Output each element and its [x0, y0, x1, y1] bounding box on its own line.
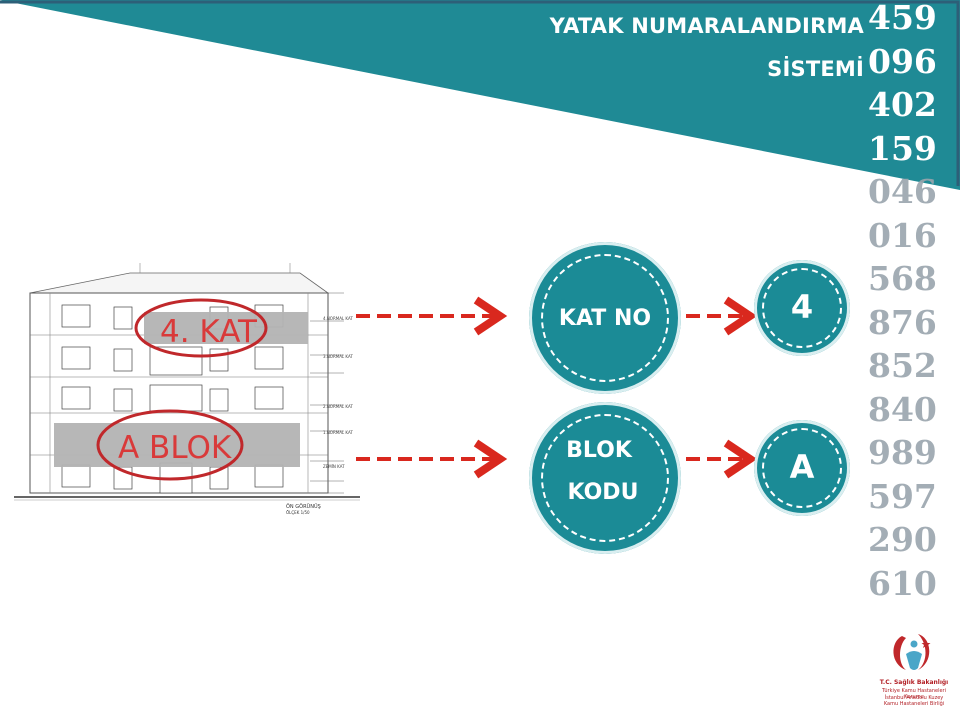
- number-item: 159: [868, 128, 937, 168]
- number-item: 610: [868, 563, 937, 603]
- kat-no-circle: KAT NO: [529, 242, 681, 394]
- number-item: 096: [868, 41, 937, 81]
- ministry-emblem-icon: [893, 634, 931, 670]
- number-column: 459 096 402 159 046 016 568 876 852 840 …: [868, 0, 960, 605]
- level-label: 2.NORMAL KAT: [323, 404, 353, 409]
- drawing-caption-scale: ÖLÇEK 1/50: [286, 510, 310, 515]
- building-elevation-drawing: 4.NORMAL KAT 3.NORMAL KAT 2.NORMAL KAT 1…: [14, 263, 360, 515]
- level-label: 3.NORMAL KAT: [323, 354, 353, 359]
- floor-value-circle: 4: [754, 260, 850, 356]
- number-item: 402: [868, 85, 937, 124]
- logo-sub1: Türkiye Kamu Hastaneleri Kurumu: [882, 688, 946, 700]
- page-title-line2: SİSTEMİ: [767, 57, 864, 81]
- floor-label: 4. KAT: [160, 314, 257, 350]
- number-item: 989: [868, 433, 937, 472]
- blok-label-line1: BLOK: [566, 438, 632, 463]
- level-label: ZEMİN KAT: [323, 464, 345, 469]
- level-label: 1.NORMAL KAT: [323, 430, 353, 435]
- blok-kodu-circle: BLOK KODU: [529, 402, 681, 554]
- header-banner: [0, 0, 960, 190]
- level-label: 4.NORMAL KAT: [323, 316, 353, 321]
- logo-sub3: Kamu Hastaneleri Birliği: [883, 701, 945, 707]
- logo-name: T.C. Sağlık Bakanlığı: [879, 679, 949, 686]
- floor-highlight-oval: [134, 298, 268, 358]
- blok-label-line2: KODU: [567, 480, 639, 505]
- number-item: 876: [868, 302, 937, 342]
- page-title-line1: YATAK NUMARALANDIRMA: [549, 14, 864, 38]
- drawing-caption-title: ÖN GÖRÜNÜŞ: [286, 503, 321, 510]
- number-item: 852: [868, 346, 937, 385]
- number-item: 016: [868, 215, 937, 255]
- block-value: A: [789, 448, 815, 486]
- number-item: 459: [868, 0, 937, 37]
- kat-no-label: KAT NO: [558, 306, 652, 331]
- ministry-logo: T.C. Sağlık Bakanlığı Türkiye Kamu Hasta…: [872, 628, 956, 714]
- number-item: 290: [868, 520, 937, 559]
- number-item: 568: [868, 259, 937, 298]
- number-item: 597: [868, 476, 937, 516]
- block-value-circle: A: [754, 420, 850, 516]
- number-item: 840: [868, 389, 937, 429]
- block-highlight-oval: [96, 409, 244, 481]
- number-item: 046: [868, 172, 937, 211]
- logo-sub2: İstanbul Anadolu Kuzey: [884, 695, 944, 701]
- block-label: A BLOK: [118, 430, 232, 466]
- floor-value: 4: [790, 288, 814, 326]
